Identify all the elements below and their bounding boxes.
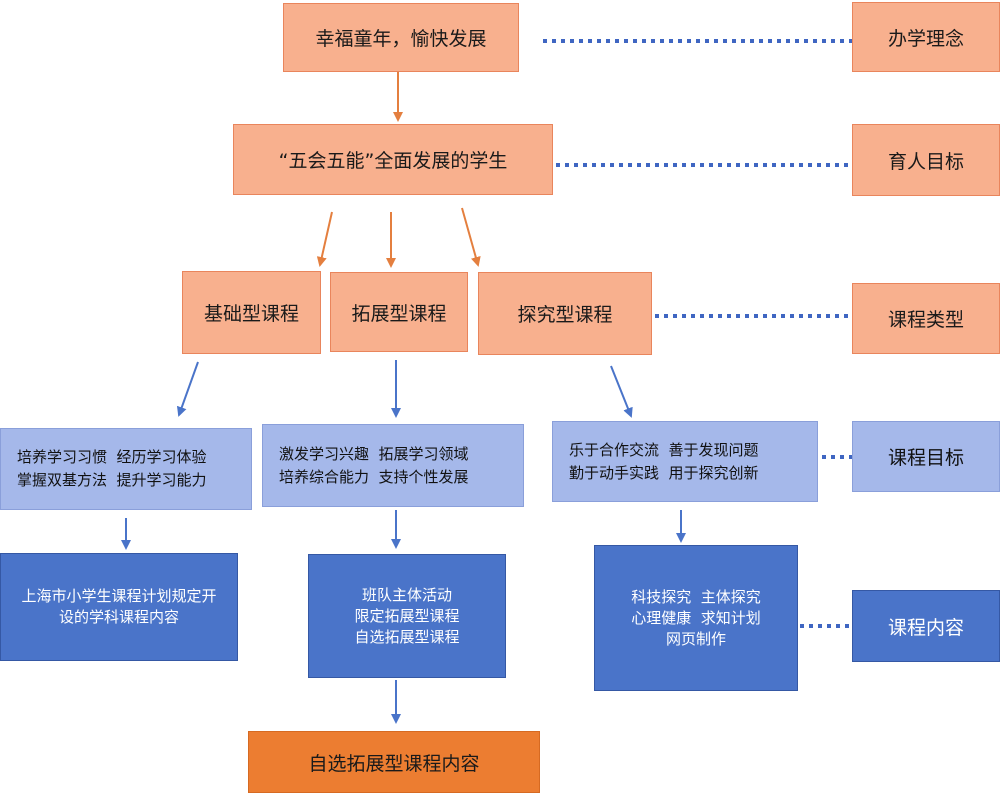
arrow-inquiry-to-objective	[610, 365, 633, 418]
basic-objective-line-1: 培养学习习惯 经历学习体验	[17, 448, 207, 466]
inquiry-content-line-3: 网页制作	[665, 629, 726, 648]
extended-objective-box: 激发学习兴趣 拓展学习领域 培养综合能力 支持个性发展	[262, 424, 524, 507]
extended-objective-line-1: 激发学习兴趣 拓展学习领域	[279, 444, 469, 463]
basic-objective-line-2: 掌握双基方法 提升学习能力	[17, 471, 207, 489]
inquiry-objective-box: 乐于合作交流 善于发现问题 勤于动手实践 用于探究创新	[552, 421, 818, 502]
types-label: 课程类型	[887, 309, 964, 331]
objectives-label-box: 课程目标	[852, 421, 1000, 492]
extended-course-text: 拓展型课程	[351, 302, 447, 325]
philosophy-text: 幸福童年，愉快发展	[315, 28, 487, 50]
elective-content-box: 自选拓展型课程内容	[248, 731, 540, 793]
goal-label-box: 育人目标	[852, 124, 1000, 196]
contents-label-box: 课程内容	[852, 590, 1000, 662]
extended-content-box: 班队主体活动 限定拓展型课程 自选拓展型课程	[308, 554, 506, 678]
philosophy-label-box: 办学理念	[852, 2, 1000, 72]
arrow-goal-to-basic	[316, 211, 333, 267]
extended-content-line-3: 自选拓展型课程	[354, 627, 460, 646]
extended-objective-line-2: 培养综合能力 支持个性发展	[279, 467, 469, 486]
philosophy-label: 办学理念	[887, 27, 964, 50]
inquiry-objective-line-1: 乐于合作交流 善于发现问题	[569, 440, 759, 459]
contents-label: 课程内容	[887, 616, 964, 639]
basic-content-box: 上海市小学生课程计划规定开 设的学科课程内容	[0, 553, 238, 661]
basic-course-text: 基础型课程	[203, 303, 299, 325]
extended-course-box: 拓展型课程	[330, 272, 468, 352]
inquiry-content-line-2: 心理健康 求知计划	[631, 608, 761, 627]
inquiry-course-box: 探究型课程	[478, 272, 652, 355]
elective-content-text: 自选拓展型课程内容	[308, 752, 480, 775]
goal-box: “五会五能”全面发展的学生	[233, 124, 553, 195]
inquiry-course-text: 探究型课程	[517, 304, 613, 326]
extended-content-line-1: 班队主体活动	[361, 585, 452, 604]
inquiry-content-line-1: 科技探究 主体探究	[631, 587, 761, 606]
goal-label: 育人目标	[887, 150, 964, 173]
arrow-goal-to-inquiry	[461, 207, 481, 267]
arrow-basic-to-objective	[176, 361, 199, 417]
types-label-box: 课程类型	[852, 283, 1000, 354]
inquiry-objective-line-2: 勤于动手实践 用于探究创新	[569, 463, 759, 482]
basic-content-line-1: 上海市小学生课程计划规定开	[21, 587, 217, 605]
extended-content-line-2: 限定拓展型课程	[354, 606, 460, 625]
basic-objective-box: 培养学习习惯 经历学习体验 掌握双基方法 提升学习能力	[0, 428, 252, 510]
philosophy-box: 幸福童年，愉快发展	[283, 3, 519, 72]
basic-course-box: 基础型课程	[182, 271, 321, 354]
goal-text: “五会五能”全面发展的学生	[278, 150, 508, 172]
inquiry-content-box: 科技探究 主体探究 心理健康 求知计划 网页制作	[594, 545, 798, 691]
objectives-label: 课程目标	[887, 447, 964, 469]
basic-content-line-2: 设的学科课程内容	[58, 608, 179, 626]
